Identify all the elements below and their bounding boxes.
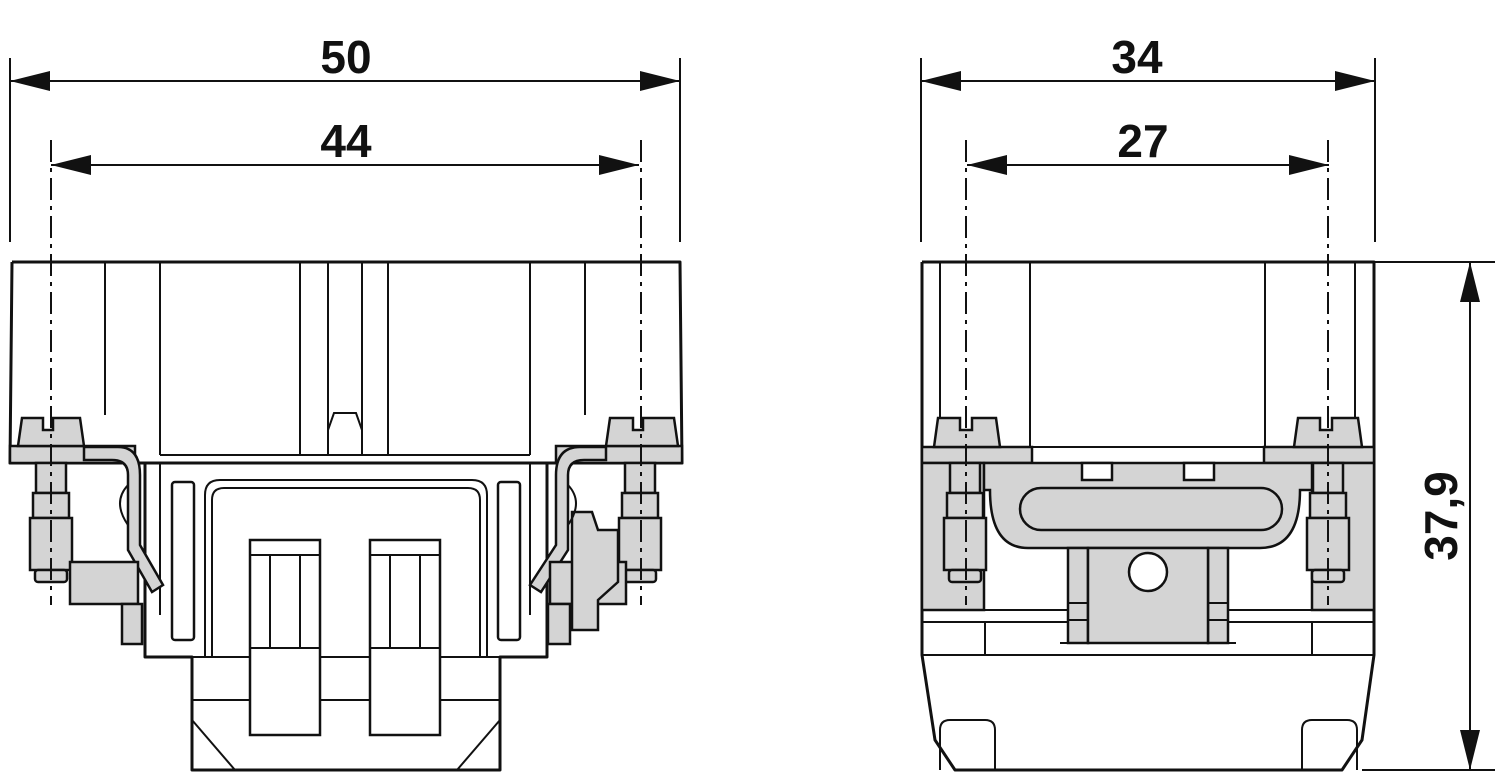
dimension-label-50: 50 <box>320 31 371 83</box>
dimension-front-inner: 44 <box>51 115 639 175</box>
dimension-side-height: 37,9 <box>1362 261 1495 771</box>
dimension-label-27: 27 <box>1117 115 1168 167</box>
dimension-label-44: 44 <box>320 115 372 167</box>
front-housing <box>8 260 684 465</box>
left-screw-assembly <box>16 140 165 646</box>
right-screw-assembly <box>528 140 680 646</box>
side-view: 34 27 37,9 <box>920 31 1495 772</box>
dimension-front-outer: 50 <box>9 31 681 242</box>
dimension-label-37-9: 37,9 <box>1415 471 1467 561</box>
side-right-screw <box>1292 140 1364 605</box>
dimension-label-34: 34 <box>1111 31 1163 83</box>
dimension-side-outer: 34 <box>920 31 1376 242</box>
front-lower-body <box>143 463 549 772</box>
dimension-side-inner: 27 <box>967 115 1329 175</box>
front-view: 50 44 <box>8 31 684 772</box>
side-left-screw <box>932 140 1002 605</box>
